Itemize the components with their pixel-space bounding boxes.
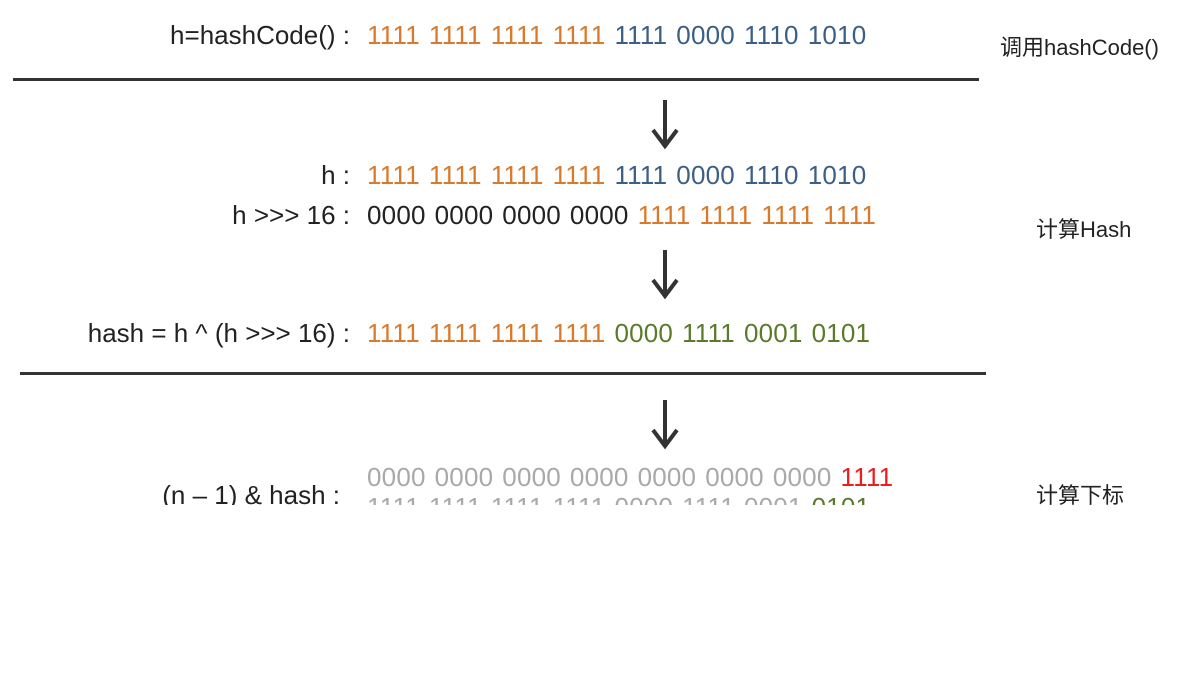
- bit-group: 0000: [367, 462, 426, 492]
- bit-group: 0000: [434, 462, 494, 492]
- row-label: h >>> 16 :: [232, 200, 350, 230]
- bit-group: 1111: [428, 318, 482, 348]
- bit-group: 0000: [367, 200, 426, 230]
- bit-group: 0000: [614, 318, 674, 348]
- bit-group: 1111: [699, 200, 753, 230]
- bit-group: 1111: [840, 462, 894, 492]
- bit-group: 1111: [614, 160, 668, 190]
- bit-group: 0000: [434, 200, 494, 230]
- bit-group: 0000: [676, 160, 735, 190]
- bit-group: 1110: [743, 160, 799, 190]
- side-label-compute-index: 计算下标: [1036, 483, 1125, 508]
- bit-group: 0000: [637, 462, 697, 492]
- bit-group: 1111: [367, 160, 420, 190]
- bit-group: 0000: [705, 462, 764, 492]
- bit-group: 0000: [569, 200, 629, 230]
- bit-string: 0000 0000 0000 0000 1111 1111 1111 1111: [367, 200, 876, 231]
- divider-line: [13, 78, 979, 81]
- bit-string: 1111 1111 1111 1111 1111 0000 1110 1010: [367, 20, 866, 51]
- bit-group: 1111: [761, 200, 815, 230]
- bit-group: 1111: [552, 20, 606, 50]
- bit-string: 1111 1111 1111 1111 0000 1111 0001 0101: [367, 318, 870, 349]
- bit-group: 1111: [490, 160, 544, 190]
- down-arrow-icon: [651, 400, 679, 450]
- bit-group: 1111: [428, 160, 482, 190]
- bit-group: 1111: [637, 200, 691, 230]
- bit-group: 1111: [490, 318, 544, 348]
- side-label-compute-hash: 计算Hash: [1036, 217, 1132, 242]
- bit-group: 1111: [490, 20, 544, 50]
- bit-group: 1111: [552, 318, 606, 348]
- bit-group: 0101: [811, 318, 871, 348]
- bit-group: 0000: [772, 462, 832, 492]
- bit-group: 0000: [676, 20, 735, 50]
- bit-group: 1111: [614, 20, 668, 50]
- bit-group: 1111: [823, 200, 876, 230]
- row-label: h :: [321, 160, 350, 190]
- side-label-call-hashcode: 调用hashCode(): [1000, 35, 1159, 60]
- bit-group: 0000: [569, 462, 629, 492]
- bit-group: 1111: [367, 20, 420, 50]
- bit-group: 1111: [367, 318, 420, 348]
- bit-group: 1111: [682, 318, 735, 348]
- bit-group: 1110: [743, 20, 799, 50]
- blank-area: [0, 505, 1198, 684]
- down-arrow-icon: [651, 250, 679, 300]
- bit-group: 1010: [807, 160, 867, 190]
- bit-group: 1111: [552, 160, 606, 190]
- bit-group: 0000: [502, 200, 561, 230]
- down-arrow-icon: [651, 100, 679, 150]
- row-label: hash = h ^ (h >>> 16) :: [87, 318, 350, 348]
- divider-line: [20, 372, 986, 375]
- bit-string: 1111 1111 1111 1111 1111 0000 1110 1010: [367, 160, 866, 191]
- row-label: h=hashCode() :: [170, 20, 350, 50]
- bit-group: 0001: [743, 318, 803, 348]
- bit-string: 0000 0000 0000 0000 0000 0000 0000 1111: [367, 462, 893, 493]
- bit-group: 1111: [428, 20, 482, 50]
- bit-group: 1010: [807, 20, 867, 50]
- bit-group: 0000: [502, 462, 561, 492]
